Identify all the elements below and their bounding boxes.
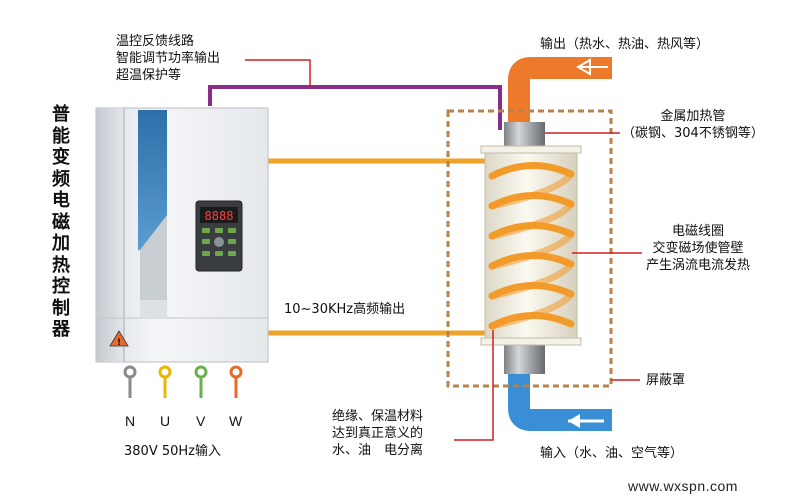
tube-label: 金属加热管 （碳钢、304不锈钢等） — [622, 108, 764, 142]
output-pipe — [508, 57, 612, 125]
warning-icon: ! — [109, 330, 129, 348]
insulation-line-2: 达到真正意义的 — [332, 426, 424, 441]
tube-label-line-1: 金属加热管 — [660, 109, 726, 124]
input-label: 输入（水、油、空气等） — [540, 446, 684, 461]
coil-label: 电磁线圈 交变磁场使管壁 产生涡流电流发热 — [646, 223, 750, 274]
control-keypad: 8888 — [195, 200, 243, 272]
feedback-line — [208, 85, 502, 130]
hf-output-label: 10~30KHz高频输出 — [284, 302, 406, 317]
shield-enclosure — [446, 109, 613, 388]
terminal-n — [123, 365, 137, 398]
electromagnetic-coil — [488, 162, 575, 330]
terminal-w — [229, 365, 243, 398]
tube-label-line-2: （碳钢、304不锈钢等） — [622, 126, 764, 141]
title-char: 普 — [52, 104, 70, 125]
keypad-display: 8888 — [205, 209, 234, 223]
title-char: 加 — [52, 233, 70, 254]
insulation-line-3: 水、油 电分离 — [332, 443, 424, 458]
feedback-line-2: 智能调节功率输出 — [116, 51, 221, 66]
controller-cabinet — [95, 107, 269, 363]
power-input-label: 380V 50Hz输入 — [124, 444, 221, 459]
watermark-text: www.wxspn.com — [628, 478, 738, 494]
terminal-label-v: V — [196, 413, 206, 429]
hf-output-lines — [258, 158, 500, 336]
terminal-label-w: W — [229, 413, 243, 429]
title-char: 频 — [52, 168, 70, 190]
blue-panel — [138, 110, 167, 250]
terminal-u — [158, 365, 172, 398]
pointer-lines — [454, 132, 642, 441]
coil-label-line-1: 电磁线圈 — [672, 224, 725, 239]
insulation-label: 绝缘、保温材料 达到真正意义的 水、油 电分离 — [332, 408, 423, 459]
shield-label: 屏蔽罩 — [646, 373, 686, 388]
feedback-label: 温控反馈线路 智能调节功率输出 超温保护等 — [116, 33, 220, 84]
title-char: 变 — [52, 147, 70, 168]
title-char: 控 — [52, 276, 70, 297]
insulation-line-1: 绝缘、保温材料 — [332, 409, 424, 424]
controller-title: 普 能 变 频 电 磁 加 热 控 制 器 — [50, 104, 72, 341]
input-pipe — [508, 367, 612, 431]
terminal-label-u: U — [160, 413, 171, 429]
terminal-label-n: N — [125, 413, 136, 429]
coil-label-line-2: 交变磁场使管壁 — [652, 241, 744, 256]
feedback-pointer — [245, 59, 311, 87]
title-char: 热 — [52, 254, 70, 276]
title-char: 制 — [52, 297, 70, 319]
output-label: 输出（热水、热油、热风等） — [540, 37, 710, 52]
title-char: 磁 — [52, 211, 70, 233]
title-char: 能 — [52, 125, 70, 147]
power-terminals — [123, 365, 243, 398]
feedback-line-1: 温控反馈线路 — [116, 34, 195, 49]
feedback-line-3: 超温保护等 — [116, 68, 182, 83]
coil-label-line-3: 产生涡流电流发热 — [646, 258, 751, 273]
title-char: 电 — [52, 190, 70, 211]
title-char: 器 — [52, 319, 70, 340]
terminal-v — [194, 365, 208, 398]
svg-text:!: ! — [117, 338, 121, 348]
